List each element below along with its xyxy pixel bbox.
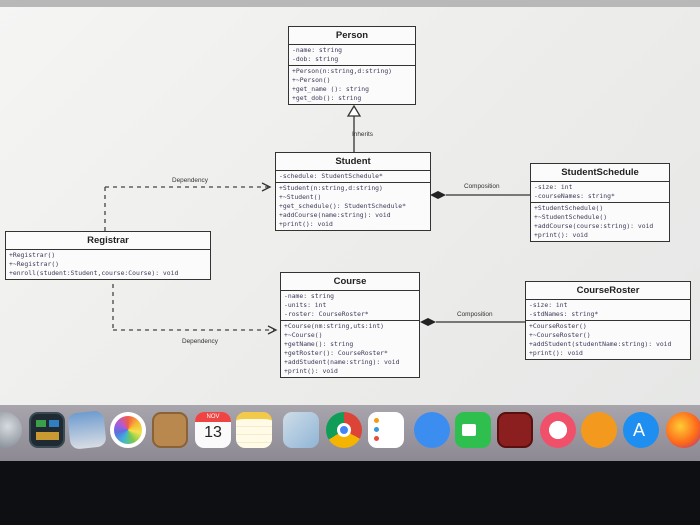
student-schedule-method: +~StudentSchedule(): [534, 213, 608, 221]
top-edge: [0, 0, 700, 7]
student-schedule-class-name: StudentSchedule: [531, 164, 669, 182]
facetime-icon[interactable]: [455, 412, 491, 448]
student-method: +~Student(): [279, 193, 322, 201]
app-store-icon[interactable]: A: [623, 412, 659, 448]
course-roster-method: +~CourseRoster(): [529, 331, 591, 339]
photos-icon[interactable]: [110, 412, 146, 448]
mission-control-icon[interactable]: [29, 412, 65, 448]
course-roster-method: +CourseRoster(): [529, 322, 587, 330]
course-roster-methods: +CourseRoster() +~CourseRoster() +addStu…: [526, 321, 690, 359]
course-class-name: Course: [281, 273, 419, 291]
course-method: +Course(nm:string,uts:int): [284, 322, 385, 330]
messages-icon[interactable]: [414, 412, 450, 448]
person-method: +~Person(): [292, 76, 331, 84]
relationship-lines: [104, 104, 530, 335]
student-schedule-method: +StudentSchedule(): [534, 204, 604, 212]
course-method: +getRoster(): CourseRoster*: [284, 349, 388, 357]
course-methods: +Course(nm:string,uts:int) +~Course() +g…: [281, 321, 419, 377]
contacts-icon[interactable]: [152, 412, 188, 448]
course-attribute: -name: string: [284, 292, 335, 300]
person-class: Person -name: string -dob: string +Perso…: [288, 26, 416, 105]
student-attributes: -schedule: StudentSchedule*: [276, 171, 430, 183]
registrar-class: Registrar +Registrar() +~Registrar() +en…: [5, 231, 211, 280]
preview-icon[interactable]: [67, 410, 107, 450]
notes-icon[interactable]: [236, 412, 272, 448]
student-schedule-class: StudentSchedule -size: int -courseNames:…: [530, 163, 670, 242]
dependency-bottom-label: Dependency: [182, 338, 218, 345]
dependency-top-label: Dependency: [172, 177, 208, 184]
course-roster-attribute: -stdNames: string*: [529, 310, 599, 318]
course-roster-class-name: CourseRoster: [526, 282, 690, 300]
student-methods: +Student(n:string,d:string) +~Student() …: [276, 183, 430, 230]
course-attributes: -name: string -units: int -roster: Cours…: [281, 291, 419, 321]
student-method: +print(): void: [279, 220, 333, 228]
registrar-class-name: Registrar: [6, 232, 210, 250]
books-icon[interactable]: [581, 412, 617, 448]
student-schedule-method: +addCourse(course:string): void: [534, 222, 654, 230]
course-roster-method: +print(): void: [529, 349, 583, 357]
student-method: +addCourse(name:string): void: [279, 211, 391, 219]
composition-top-diamond: [430, 191, 446, 199]
composition-bottom-label: Composition: [457, 311, 493, 318]
course-roster-class: CourseRoster -size: int -stdNames: strin…: [525, 281, 691, 360]
dependency-top-arrowhead: [261, 182, 272, 192]
launchpad-icon[interactable]: [0, 412, 22, 448]
student-schedule-methods: +StudentSchedule() +~StudentSchedule() +…: [531, 203, 669, 241]
calendar-day: 13: [204, 424, 222, 441]
composition-top-label: Composition: [464, 183, 500, 190]
student-method: +Student(n:string,d:string): [279, 184, 383, 192]
calendar-icon[interactable]: NOV 13: [195, 412, 231, 448]
person-methods: +Person(n:string,d:string) +~Person() +g…: [289, 66, 415, 104]
student-schedule-attributes: -size: int -courseNames: string*: [531, 182, 669, 203]
student-schedule-attribute: -size: int: [534, 183, 573, 191]
course-method: +getName(): string: [284, 340, 354, 348]
course-attribute: -units: int: [284, 301, 327, 309]
person-method: +Person(n:string,d:string): [292, 67, 393, 75]
person-attributes: -name: string -dob: string: [289, 45, 415, 66]
course-method: +addStudent(name:string): void: [284, 358, 400, 366]
preview-files-icon[interactable]: [283, 412, 319, 448]
student-schedule-method: +print(): void: [534, 231, 588, 239]
music-icon[interactable]: [540, 412, 576, 448]
photo-booth-icon[interactable]: [497, 412, 533, 448]
student-method: +get_schedule(): StudentSchedule*: [279, 202, 406, 210]
person-attribute: -dob: string: [292, 55, 339, 63]
registrar-method: +~Registrar(): [9, 260, 60, 268]
course-method: +print(): void: [284, 367, 338, 375]
student-class: Student -schedule: StudentSchedule* +Stu…: [275, 152, 431, 231]
person-attribute: -name: string: [292, 46, 343, 54]
inherits-label: Inherits: [352, 131, 373, 138]
uml-diagram-screen: Inherits Dependency Dependency Compositi…: [0, 0, 700, 405]
registrar-methods: +Registrar() +~Registrar() +enroll(stude…: [6, 250, 210, 279]
student-class-name: Student: [276, 153, 430, 171]
composition-bottom-diamond: [420, 318, 436, 326]
registrar-method: +enroll(student:Student,course:Course): …: [9, 269, 179, 277]
reminders-icon[interactable]: [368, 412, 404, 448]
firefox-icon[interactable]: [666, 412, 700, 448]
inherits-arrowhead: [346, 104, 362, 117]
calendar-month: NOV: [195, 412, 231, 422]
course-roster-attribute: -size: int: [529, 301, 568, 309]
person-method: +get_name (): string: [292, 85, 369, 93]
course-attribute: -roster: CourseRoster*: [284, 310, 369, 318]
registrar-method: +Registrar(): [9, 251, 56, 259]
student-schedule-attribute: -courseNames: string*: [534, 192, 615, 200]
course-roster-method: +addStudent(studentName:string): void: [529, 340, 672, 348]
course-class: Course -name: string -units: int -roster…: [280, 272, 420, 378]
person-method: +get_dob(): string: [292, 94, 362, 102]
person-class-name: Person: [289, 27, 415, 45]
dependency-bottom-arrowhead: [267, 325, 278, 335]
chrome-icon[interactable]: [326, 412, 362, 448]
course-method: +~Course(): [284, 331, 323, 339]
course-roster-attributes: -size: int -stdNames: string*: [526, 300, 690, 321]
student-attribute: -schedule: StudentSchedule*: [279, 172, 383, 180]
